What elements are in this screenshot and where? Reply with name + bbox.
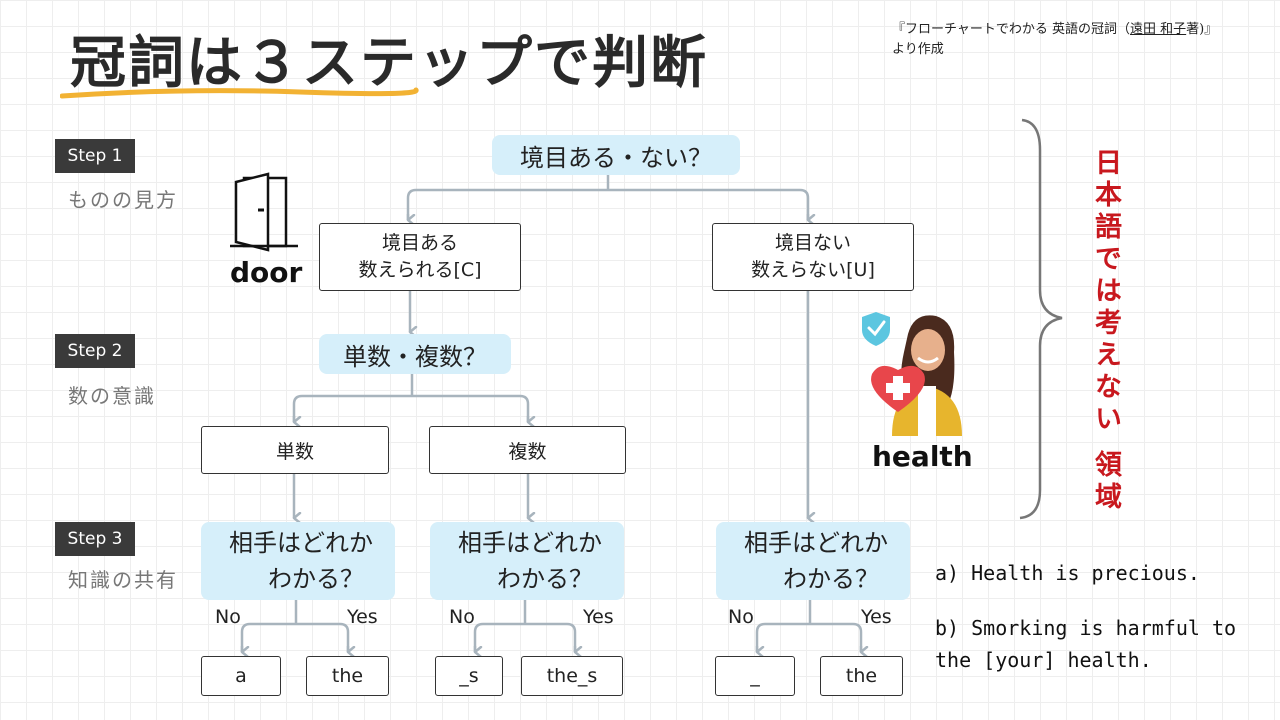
door-icon	[230, 172, 298, 252]
door-label: door	[230, 256, 303, 289]
question-shared-knowledge-uncountable: 相手はどれか わかる？	[716, 522, 910, 600]
source-citation: 『フローチャートでわかる 英語の冠詞（遠田 和子著)』 より作成	[892, 20, 1217, 60]
label-no: No	[728, 606, 754, 628]
page-title: 冠詞は３ステップで判断	[70, 31, 708, 96]
box-uncountable-line1: 境目ない	[774, 232, 851, 254]
health-label: health	[872, 440, 973, 473]
example-a: a) Health is precious.	[935, 561, 1200, 585]
title-underline	[60, 87, 419, 99]
box-uncountable-line2: 数えらない[U]	[751, 259, 875, 281]
box-countable-line1: 境目ある	[381, 232, 458, 254]
box-singular: 単数	[201, 426, 389, 474]
box-countable: 境目ある 数えられる[C]	[319, 223, 521, 291]
q3-line2: わかる？	[497, 565, 593, 593]
q3-line1: 相手はどれか	[229, 529, 373, 557]
answer-a: a	[201, 656, 281, 696]
source-prefix: 『フローチャートでわかる 英語の冠詞（	[892, 22, 1131, 37]
health-person-icon	[862, 312, 962, 436]
question-shared-knowledge-plural: 相手はどれか わかる？	[430, 522, 624, 600]
q3-line2: わかる？	[268, 565, 364, 593]
answer-plural-s: _s	[435, 656, 503, 696]
side-note: 日本語では考えない 領域	[1090, 148, 1121, 515]
answer-the-plural-s: the_s	[521, 656, 623, 696]
step3-subtitle: 知識の共有	[68, 568, 178, 592]
answer-the-uncountable: the	[820, 656, 903, 696]
q3-line1: 相手はどれか	[458, 529, 602, 557]
example-b-line1: b) Smorking is harmful to	[935, 616, 1237, 640]
source-author: 遠田 和子	[1130, 22, 1187, 37]
answer-zero-article: _	[715, 656, 795, 696]
step2-badge: Step 2	[55, 334, 135, 368]
label-no: No	[215, 606, 241, 628]
question-boundary: 境目ある・ない？	[492, 135, 740, 175]
box-countable-line2: 数えられる[C]	[358, 259, 482, 281]
question-shared-knowledge-singular: 相手はどれか わかる？	[201, 522, 395, 600]
step3-badge: Step 3	[55, 522, 135, 556]
label-yes: Yes	[583, 606, 614, 628]
label-no: No	[449, 606, 475, 628]
label-yes: Yes	[861, 606, 892, 628]
answer-the: the	[306, 656, 389, 696]
label-yes: Yes	[347, 606, 378, 628]
box-uncountable: 境目ない 数えらない[U]	[712, 223, 914, 291]
q3-line2: わかる？	[783, 565, 879, 593]
example-b-line2: the [your] health.	[935, 648, 1152, 672]
q3-line1: 相手はどれか	[744, 529, 888, 557]
box-plural: 複数	[429, 426, 626, 474]
step1-badge: Step 1	[55, 139, 135, 173]
source-suffix: 著)』	[1186, 22, 1218, 37]
brace-shape	[1019, 118, 1063, 520]
step2-subtitle: 数の意識	[68, 384, 156, 408]
question-number: 単数・複数？	[319, 334, 511, 374]
source-line2: より作成	[892, 42, 944, 57]
step1-subtitle: ものの見方	[68, 188, 178, 212]
